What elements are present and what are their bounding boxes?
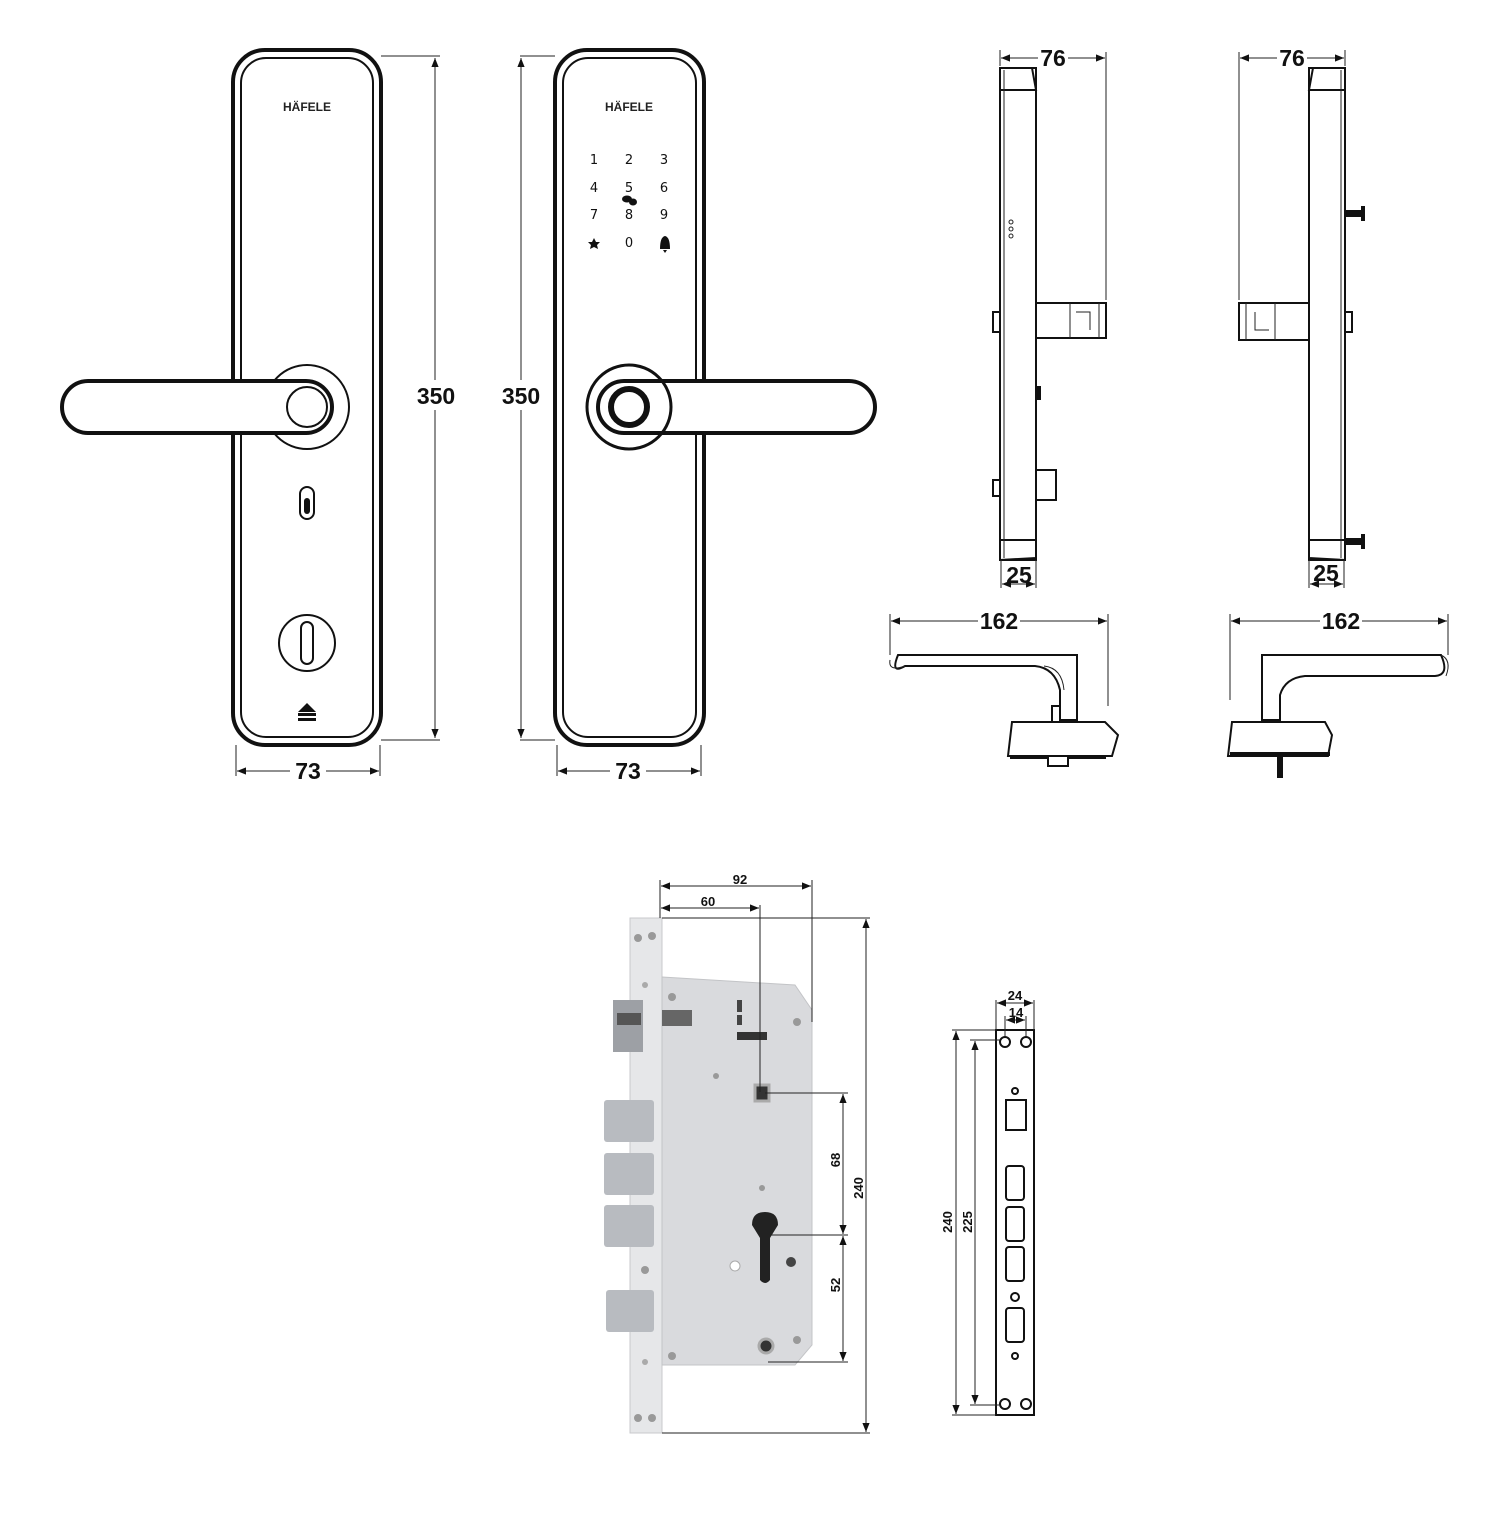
dimension-lever-length: 162 [980,608,1018,634]
key-0[interactable]: 0 [625,236,633,251]
dimension-height: 350 [502,383,540,409]
dimension-strike-inner-width: 14 [1009,1005,1024,1020]
top-view-lever-left: 162 [889,608,1120,767]
lever-handle [596,379,877,435]
cylinder-cutout [752,1212,778,1283]
bell-icon[interactable] [660,236,670,253]
dimension-strike-height: 240 [940,1211,955,1233]
dimension-depth: 76 [1040,45,1066,71]
keypad: 1 2 3 4 5 6 7 8 9 0 [588,153,670,253]
key-5[interactable]: 5 [625,181,633,196]
dimension-height: 350 [417,383,455,409]
lever-handle [60,379,334,435]
key-6[interactable]: 6 [660,181,668,196]
dimension-strike-hole-spacing: 225 [960,1211,975,1233]
deadbolt [604,1100,654,1142]
dimension-lock-height: 240 [851,1177,866,1199]
dimension-spindle-to-cylinder: 68 [828,1153,843,1167]
deadbolt [604,1205,654,1247]
key-4[interactable]: 4 [590,181,598,196]
battery-cover-icon [298,703,316,721]
mounting-screw [1345,206,1365,221]
deadbolt [604,1153,654,1195]
mounting-screw [1345,534,1365,549]
front-view-inside: HÄFELE 350 73 [60,48,460,785]
dimension-width: 73 [615,758,641,784]
key-7[interactable]: 7 [590,208,598,223]
dimension-width: 73 [295,758,321,784]
deadbolt [606,1290,654,1332]
key-8[interactable]: 8 [625,208,633,223]
dimension-depth: 76 [1279,45,1305,71]
fingerprint-sensor-icon [608,386,650,428]
dimension-total-width: 92 [733,872,747,887]
dimension-strike-width: 24 [1008,988,1023,1003]
key-9[interactable]: 9 [660,208,668,223]
strike-plate: 24 14 240 225 [940,988,1035,1416]
key-lock-icon [622,195,637,206]
top-view-lever-right: 162 [1226,608,1449,778]
dimension-backset: 60 [701,894,715,909]
key-3[interactable]: 3 [660,153,668,168]
dimension-thickness: 25 [1313,560,1339,586]
side-view-right: 76 25 [1238,45,1365,588]
star-key-icon[interactable] [588,238,600,249]
side-view-left: 76 25 [992,45,1107,588]
key-2[interactable]: 2 [625,153,633,168]
dimension-lever-length: 162 [1322,608,1360,634]
dimension-cylinder-to-lower: 52 [828,1278,843,1292]
brand-logo: HÄFELE [283,99,331,114]
key-1[interactable]: 1 [590,153,598,168]
brand-logo: HÄFELE [605,99,653,114]
dimension-thickness: 25 [1006,562,1032,588]
mortise-lock-body: 92 60 240 68 52 [604,872,870,1434]
thumb-turn-icon [278,614,336,672]
front-view-keypad: HÄFELE 1 2 3 4 5 6 7 8 9 0 350 73 [497,48,877,785]
latch-bolt [613,1000,643,1052]
